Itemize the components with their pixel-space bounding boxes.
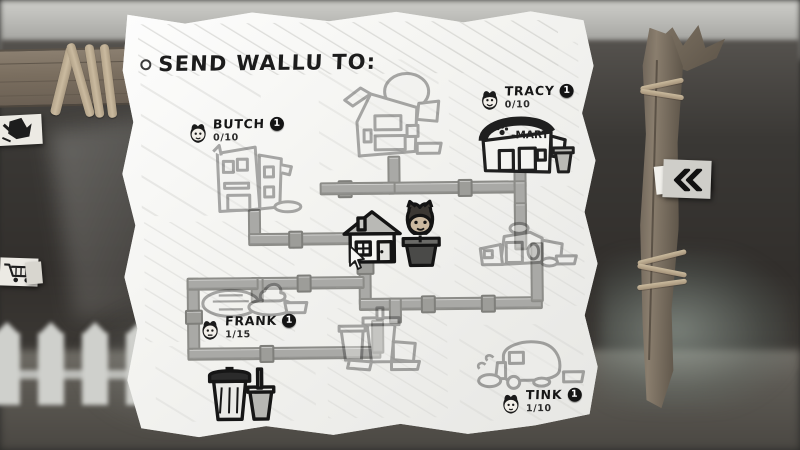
pinned-note-sketch — [0, 113, 43, 147]
destination-count: 1/10 — [525, 403, 552, 415]
tink-portrait-icon — [500, 393, 522, 415]
wallu-character-icon[interactable] — [396, 201, 445, 267]
destination-label-butch[interactable]: Butch 1 0/10 — [187, 117, 284, 145]
pipe-top-horizontal — [388, 180, 522, 194]
paw-logo-icon — [496, 125, 508, 135]
pinned-note-blank — [25, 261, 43, 285]
destination-name: Tink — [525, 386, 563, 403]
destination-count: 1/15 — [225, 329, 251, 341]
map-node-trashpile[interactable] — [333, 307, 430, 372]
pipe-joint-3 — [458, 178, 473, 196]
destination-count: 0/10 — [213, 132, 239, 144]
pipe-joint-7 — [481, 294, 496, 312]
butch-portrait-icon — [187, 123, 209, 145]
destination-label-frank[interactable]: Frank 1 1/15 — [199, 314, 296, 342]
tracy-portrait-icon — [479, 90, 501, 112]
pipe-top-left-seg — [320, 182, 396, 196]
mouse-pointer-icon — [349, 245, 365, 270]
destination-badge: 1 — [270, 117, 284, 131]
pipe-joint-1 — [288, 230, 303, 248]
destination-badge: 1 — [282, 314, 296, 328]
destination-name: Butch — [212, 115, 266, 132]
store-bin-icon — [553, 148, 573, 172]
back-button[interactable] — [653, 159, 725, 200]
map-node-tink[interactable] — [473, 338, 590, 395]
destination-badge: 1 — [567, 388, 581, 402]
double-chevron-left-icon[interactable] — [669, 167, 703, 193]
map-node-tree-house[interactable] — [330, 69, 449, 162]
background-bush-right — [600, 250, 790, 410]
pipe-joint-9 — [259, 344, 274, 362]
map-node-butch[interactable] — [197, 137, 298, 216]
mart-sign-text: -MART — [511, 129, 550, 141]
destination-count: 0/10 — [504, 99, 531, 111]
map-node-tracy-mart[interactable]: -MART — [469, 114, 576, 177]
destination-badge: 1 — [560, 84, 574, 98]
map-node-player-house[interactable] — [338, 205, 439, 268]
destination-name: Tracy — [504, 82, 556, 99]
destination-label-tracy[interactable]: Tracy 1 0/10 — [479, 84, 574, 112]
map-node-junkpile[interactable] — [470, 218, 581, 271]
map-node-trashcan[interactable] — [204, 367, 281, 424]
map-node-frank[interactable] — [199, 271, 312, 326]
destination-label-tink[interactable]: Tink 1 1/10 — [500, 388, 582, 416]
destination-name: Frank — [224, 312, 278, 329]
frank-portrait-icon — [199, 319, 221, 341]
map-paper: Send Wallu to: — [118, 5, 602, 440]
